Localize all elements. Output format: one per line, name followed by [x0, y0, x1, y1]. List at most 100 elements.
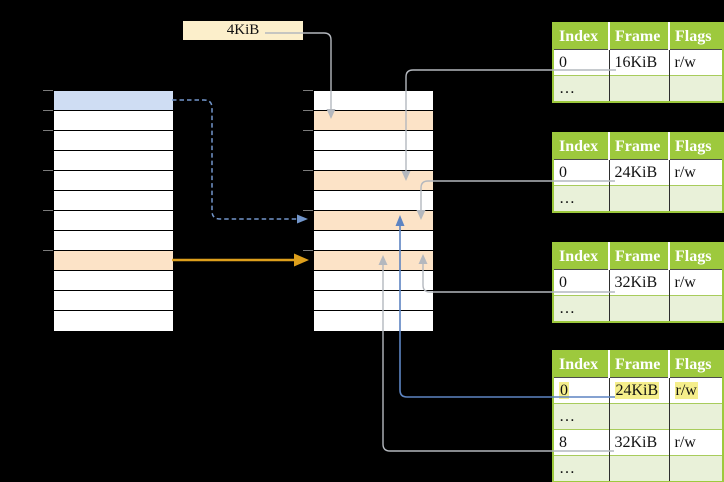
table-row-ellipsis: … — [553, 403, 723, 430]
column-header-flags: Flags — [669, 23, 723, 50]
table-row-highlighted: 0 24KiB r/w — [553, 377, 723, 404]
memory-row — [54, 211, 173, 231]
cell-index: 0 — [553, 49, 610, 76]
memory-row — [54, 151, 173, 171]
arrowhead-right-icon — [297, 214, 308, 224]
cell-index: … — [553, 295, 610, 322]
cell-flags: r/w — [669, 269, 723, 296]
table-row: 0 16KiB r/w — [553, 49, 723, 76]
memory-row — [314, 231, 433, 251]
arrowhead-right-icon — [294, 253, 309, 267]
page-table-16kib: Index Frame Flags 0 16KiB r/w … — [552, 22, 724, 103]
tick-mark — [43, 90, 53, 91]
cell-flags — [669, 75, 723, 102]
cell-flags — [669, 185, 723, 212]
memory-row — [54, 271, 173, 291]
cell-index: … — [553, 403, 610, 430]
cell-frame — [609, 295, 670, 322]
cell-flags — [669, 455, 723, 482]
tick-mark — [43, 170, 53, 171]
cell-flags: r/w — [669, 377, 723, 404]
cell-frame — [609, 75, 670, 102]
tick-mark — [43, 130, 53, 131]
cell-frame — [609, 455, 670, 482]
table-row-ellipsis: … — [553, 455, 723, 482]
memory-row — [54, 131, 173, 151]
cell-flags: r/w — [669, 49, 723, 76]
memory-row — [54, 291, 173, 311]
tick-mark — [43, 250, 53, 251]
cell-index: 0 — [553, 269, 610, 296]
page-size-label: 4KiB — [183, 21, 303, 40]
highlight-mark: 24KiB — [614, 381, 660, 399]
memory-row — [314, 211, 433, 231]
column-header-index: Index — [553, 133, 610, 160]
table-row-ellipsis: … — [553, 75, 723, 102]
cell-index: … — [553, 75, 610, 102]
memory-row — [54, 111, 173, 131]
level2-page-table: Index Frame Flags 0 24KiB r/w … 8 32KiB … — [552, 350, 724, 482]
table-row-ellipsis: … — [553, 295, 723, 322]
column-header-flags: Flags — [669, 243, 723, 270]
cell-flags — [669, 295, 723, 322]
highlight-mark: r/w — [674, 381, 698, 399]
cell-frame: 24KiB — [609, 377, 670, 404]
memory-row — [314, 151, 433, 171]
page-table-24kib: Index Frame Flags 0 24KiB r/w … — [552, 132, 724, 213]
memory-row — [314, 271, 433, 291]
table-row: 0 32KiB r/w — [553, 269, 723, 296]
memory-row — [314, 131, 433, 151]
cell-frame — [609, 185, 670, 212]
cell-frame — [609, 403, 670, 430]
memory-row — [314, 191, 433, 211]
cell-flags: r/w — [669, 159, 723, 186]
memory-row — [314, 311, 433, 331]
memory-row — [54, 91, 173, 111]
memory-row — [54, 311, 173, 331]
column-header-index: Index — [553, 351, 610, 378]
column-header-flags: Flags — [669, 351, 723, 378]
header-row: Index Frame Flags — [553, 351, 723, 378]
cell-frame: 24KiB — [609, 159, 670, 186]
tick-mark — [303, 90, 313, 91]
cell-flags — [669, 403, 723, 430]
cell-frame: 16KiB — [609, 49, 670, 76]
table-row: 8 32KiB r/w — [553, 429, 723, 456]
column-header-frame: Frame — [609, 23, 670, 50]
cell-index: … — [553, 185, 610, 212]
column-header-frame: Frame — [609, 351, 670, 378]
memory-row — [314, 291, 433, 311]
cell-frame: 32KiB — [609, 429, 670, 456]
tick-mark — [43, 110, 53, 111]
header-row: Index Frame Flags — [553, 23, 723, 50]
memory-row — [54, 191, 173, 211]
column-header-frame: Frame — [609, 243, 670, 270]
memory-row — [314, 171, 433, 191]
cell-index: 8 — [553, 429, 610, 456]
cell-frame: 32KiB — [609, 269, 670, 296]
memory-row — [54, 231, 173, 251]
cell-flags: r/w — [669, 429, 723, 456]
header-row: Index Frame Flags — [553, 133, 723, 160]
memory-row — [314, 91, 433, 111]
table-row-ellipsis: … — [553, 185, 723, 212]
cell-index: … — [553, 455, 610, 482]
memory-row — [54, 251, 173, 271]
column-header-index: Index — [553, 23, 610, 50]
physical-memory-column — [313, 90, 434, 332]
highlight-mark: 0 — [559, 381, 569, 399]
tick-mark — [43, 210, 53, 211]
tick-mark — [303, 110, 313, 111]
tick-mark — [303, 250, 313, 251]
table-row: 0 24KiB r/w — [553, 159, 723, 186]
cell-index: 0 — [553, 159, 610, 186]
memory-row — [54, 171, 173, 191]
header-row: Index Frame Flags — [553, 243, 723, 270]
tick-mark — [303, 210, 313, 211]
memory-row — [314, 251, 433, 271]
tick-mark — [303, 170, 313, 171]
virtual-memory-column — [53, 90, 174, 332]
page-table-32kib: Index Frame Flags 0 32KiB r/w … — [552, 242, 724, 323]
arrow-virtual-page-to-entry — [172, 99, 297, 220]
